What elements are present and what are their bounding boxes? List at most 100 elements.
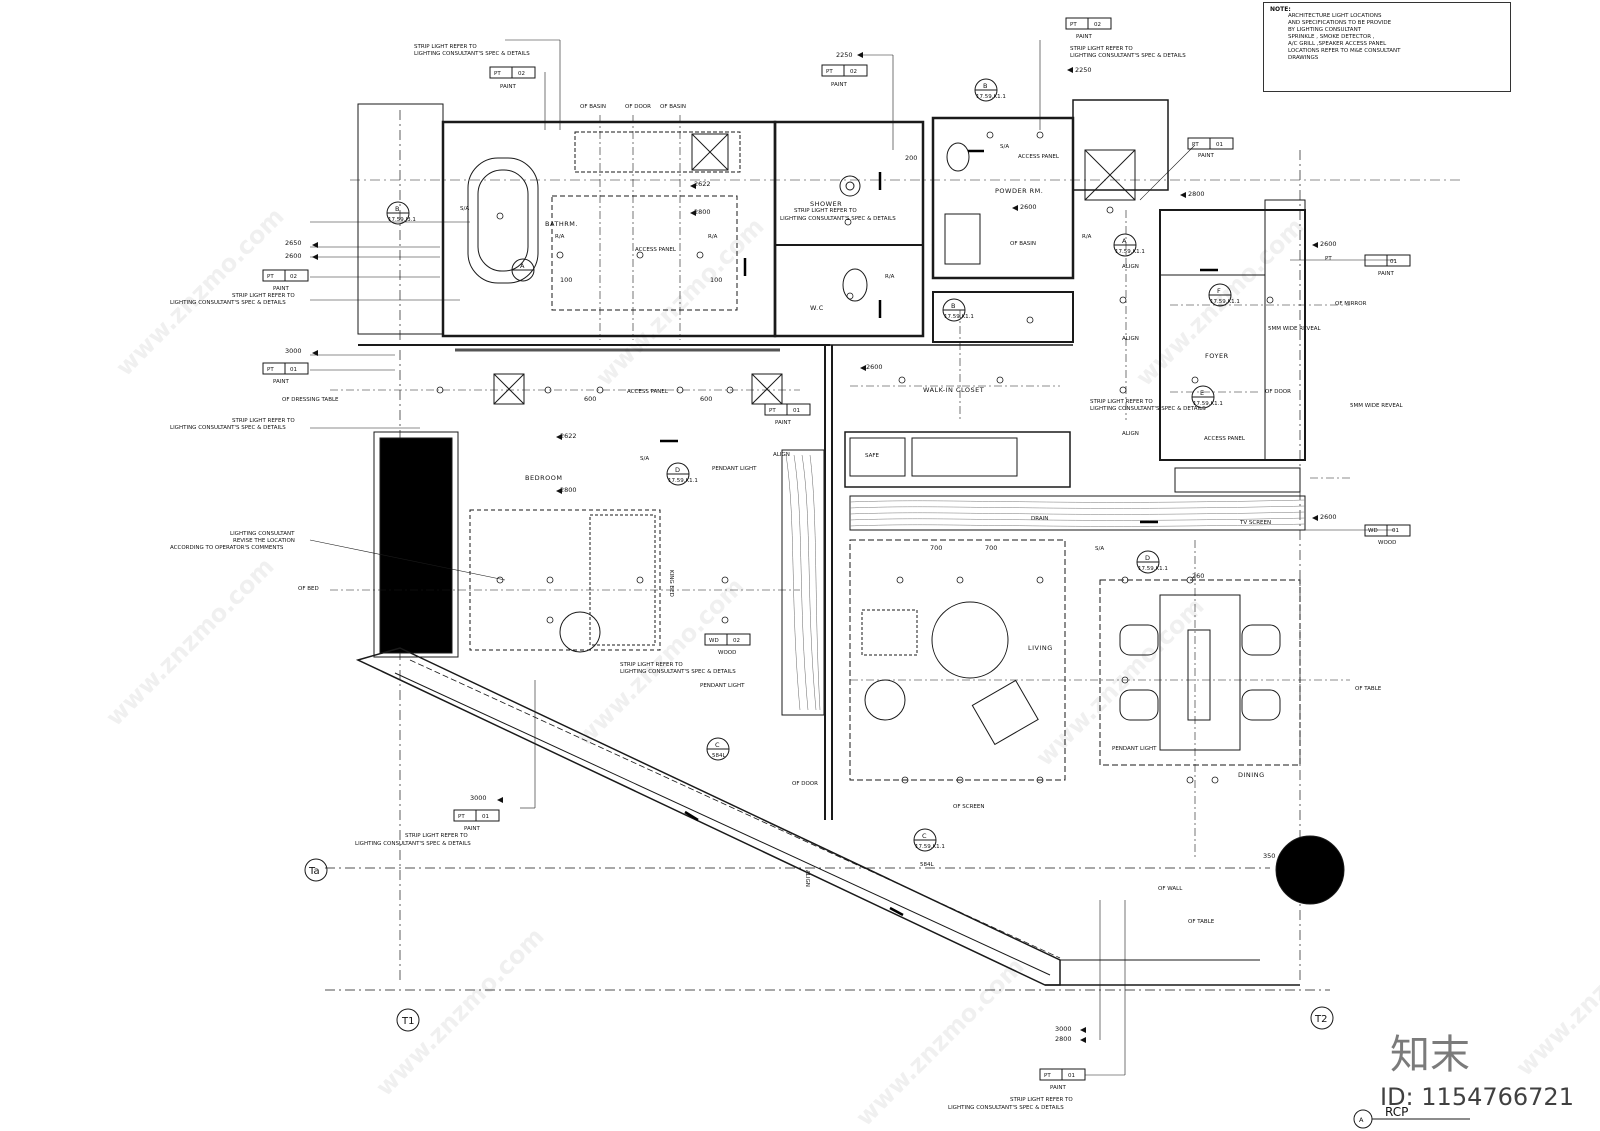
tag-paint: PAINT xyxy=(1050,1085,1066,1091)
wood-grain xyxy=(785,454,821,711)
tag-paint: PAINT xyxy=(831,82,847,88)
dim: 260 xyxy=(1192,572,1204,580)
powder-room-walls xyxy=(931,116,1075,280)
strip-note-2: LIGHTING CONSULTANT'S SPEC & DETAILS xyxy=(620,669,736,675)
access-panel: ACCESS PANEL xyxy=(635,247,677,253)
watermark-text: www.znzmo.com xyxy=(1510,902,1600,1081)
tag-pt: PT xyxy=(494,71,501,77)
safe-cabinet xyxy=(849,437,906,477)
pendant-light: PENDANT LIGHT xyxy=(1112,746,1157,752)
structural-column xyxy=(1275,835,1345,905)
sa-label: S/A xyxy=(460,206,469,212)
bath-ceiling-zone xyxy=(551,195,738,311)
lighting-consultant: ACCORDING TO OPERATOR'S COMMENTS xyxy=(170,545,284,551)
shower-head-inner xyxy=(845,181,855,191)
level: 2622 xyxy=(560,432,577,440)
hatch-x xyxy=(691,133,729,171)
dim: 700 xyxy=(930,544,942,552)
strip-note-2: LIGHTING CONSULTANT'S SPEC & DETAILS xyxy=(170,425,286,431)
grid-label-t1: T1 xyxy=(401,1016,414,1027)
powder-toilet xyxy=(946,142,970,172)
dim: 200 xyxy=(905,154,917,162)
room-shower: SHOWER xyxy=(810,200,842,208)
closet-upper-walls xyxy=(932,291,1074,343)
section-ref: 17.59.K1.1 xyxy=(1115,249,1145,255)
of-table: OF TABLE xyxy=(1355,686,1382,692)
level: 2600 xyxy=(1320,513,1337,521)
strip-note-2: LIGHTING CONSULTANT'S SPEC & DETAILS xyxy=(355,841,471,847)
tag-pt: PT xyxy=(769,408,776,414)
safe-label: SAFE xyxy=(865,453,880,459)
watermark-text: www.znzmo.com xyxy=(370,922,549,1101)
of-door: OF DOOR xyxy=(1265,389,1291,395)
wood-ceiling-band xyxy=(849,495,1306,531)
reveal-label: 5MM WIDE REVEAL xyxy=(1268,326,1322,332)
bathroom-walls xyxy=(441,120,777,338)
tag-wood: WOOD xyxy=(1378,540,1396,546)
wood-band-grain xyxy=(849,499,1306,527)
tag-code: 02 xyxy=(733,638,740,644)
king-bed-label: KING BED xyxy=(668,570,674,597)
level: 3000 xyxy=(1055,1025,1072,1033)
strip-note-1: STRIP LIGHT REFER TO xyxy=(232,293,295,299)
access-hatch xyxy=(691,133,729,171)
section-e: E xyxy=(1200,389,1204,397)
grid-bubble-ta xyxy=(304,858,328,882)
of-dressing: OF DRESSING TABLE xyxy=(282,397,339,403)
access-panel: ACCESS PANEL xyxy=(1204,436,1246,442)
watermark-text: www.znzmo.com xyxy=(1030,592,1209,771)
section-ref: 17.59.K1.1 xyxy=(668,478,698,484)
vanity xyxy=(574,131,741,173)
ra-label: S/A xyxy=(1000,144,1009,150)
level: 2622 xyxy=(694,180,711,188)
tag-code: 02 xyxy=(518,71,525,77)
wood-feature-wall xyxy=(781,449,825,716)
section-ref: 17.59.K1.1 xyxy=(1210,299,1240,305)
view-tag: A xyxy=(1359,1116,1364,1124)
room-wc: W.C xyxy=(810,304,824,312)
tag-pt: PT xyxy=(1044,1073,1051,1079)
tag-wd: WD xyxy=(709,638,719,644)
linear-lights xyxy=(660,149,1218,917)
section-markers xyxy=(386,78,1232,852)
align-label: ALIGN xyxy=(1122,431,1139,437)
watermark-text: www.znzmo.com xyxy=(100,552,279,731)
bathtub-inner xyxy=(477,169,529,272)
level: 2800 xyxy=(1055,1035,1072,1043)
annotation-texts: STRIP LIGHT REFER TO LIGHTING CONSULTANT… xyxy=(170,22,1408,1124)
access-panel: ACCESS PANEL xyxy=(1018,154,1060,160)
strip-note-2: LIGHTING CONSULTANT'S SPEC & DETAILS xyxy=(948,1105,1064,1111)
level: 3000 xyxy=(470,794,487,802)
drain-label: DRAIN xyxy=(1031,516,1048,522)
of-basin: OF BASIN xyxy=(1010,241,1036,247)
notes-title: NOTE: xyxy=(1270,6,1291,13)
tag-code: 01 xyxy=(1068,1073,1075,1079)
watermark-text: www.znzmo.com xyxy=(570,572,749,751)
diagonal-facade-inner xyxy=(394,672,1051,976)
section-b: B xyxy=(983,82,987,90)
tag-paint: PAINT xyxy=(1198,153,1214,159)
living-ceiling-zone xyxy=(849,539,1066,781)
tag-code: 01 xyxy=(290,367,297,373)
ra-label: R/A xyxy=(555,234,565,240)
room-dining: DINING xyxy=(1238,771,1265,779)
side-table xyxy=(864,679,906,721)
section-b: B xyxy=(951,302,955,310)
tag-pt: PT xyxy=(458,814,465,820)
of-table: OF TABLE xyxy=(1188,919,1215,925)
round-table xyxy=(559,611,601,653)
of-screen: OF SCREEN xyxy=(953,804,984,810)
bed-pillow-zone xyxy=(589,514,656,646)
shower-head xyxy=(839,175,861,197)
level-markers xyxy=(312,52,1318,1043)
level: 2600 xyxy=(1020,203,1037,211)
shower-wc-walls xyxy=(773,120,925,338)
reveal-label: 5MM WIDE REVEAL xyxy=(1350,403,1404,409)
section-d: D xyxy=(675,466,680,474)
tag-pt: PT xyxy=(1192,142,1199,148)
lounge-chair xyxy=(971,679,1039,746)
level: 2600 xyxy=(1320,240,1337,248)
strip-note-1: STRIP LIGHT REFER TO xyxy=(1010,1097,1073,1103)
lighting-consultant: REVISE THE LOCATION xyxy=(233,538,295,544)
shaft-walls xyxy=(1072,99,1169,191)
